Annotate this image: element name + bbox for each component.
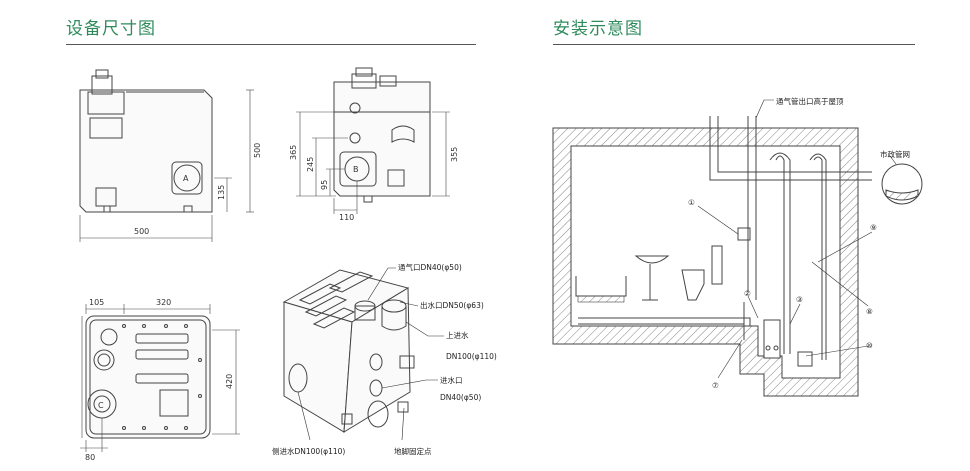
side-dim-365: 365 — [289, 145, 298, 160]
dimensions-section-rule — [66, 44, 476, 45]
side-dimension-lines — [296, 111, 450, 214]
isometric-view — [282, 269, 415, 433]
front-height-dim: 500 — [253, 143, 262, 158]
callout-2: ② — [744, 289, 751, 298]
top-dim-80: 80 — [85, 453, 95, 462]
front-port-label: A — [183, 174, 189, 183]
side-dim-95: 95 — [320, 180, 329, 190]
top-dim-105: 105 — [89, 298, 104, 307]
iso-label-inlet-1: 进水口 — [440, 375, 463, 385]
iso-leader-lines — [297, 267, 444, 441]
install-pipes — [578, 116, 923, 360]
front-width-dim: 500 — [134, 227, 149, 236]
top-dim-420: 420 — [225, 374, 234, 389]
side-view — [333, 67, 431, 203]
callout-3: ③ — [796, 295, 803, 304]
iso-label-outlet: 出水口DN50(φ63) — [420, 300, 484, 310]
iso-label-upper-inlet-2: DN100(φ110) — [446, 352, 497, 361]
top-dimension-lines — [80, 304, 240, 452]
callout-9: ⑨ — [870, 223, 877, 232]
install-fixtures — [634, 227, 813, 367]
iso-label-upper-inlet-1: 上进水 — [446, 330, 469, 340]
side-dim-245: 245 — [306, 157, 315, 172]
iso-label-anchor: 地脚固定点 — [394, 446, 432, 456]
top-dim-320: 320 — [156, 298, 171, 307]
top-port-label: C — [98, 401, 104, 410]
callout-7: ⑦ — [712, 381, 719, 390]
install-section-rule — [553, 44, 915, 45]
side-dim-110: 110 — [339, 213, 354, 222]
install-section-title: 安装示意图 — [553, 19, 643, 39]
callout-10: ⑩ — [866, 341, 873, 350]
iso-label-inlet-2: DN40(φ50) — [440, 393, 481, 402]
side-dim-355: 355 — [450, 147, 459, 162]
iso-label-side-inlet: 侧进水DN100(φ110) — [272, 446, 345, 456]
callout-8: ⑧ — [866, 307, 873, 316]
install-municipal-label: 市政管网 — [880, 149, 910, 159]
top-view — [85, 315, 211, 439]
front-dimension-lines — [79, 89, 254, 242]
callout-1: ① — [688, 198, 695, 207]
install-diagram — [552, 127, 859, 397]
front-port-height-dim: 135 — [217, 185, 226, 200]
side-port-label: B — [353, 165, 359, 174]
install-leaders — [697, 99, 897, 379]
install-vent-note: 通气管出口高于屋顶 — [776, 96, 844, 106]
dimensions-section-title: 设备尺寸图 — [66, 19, 156, 39]
front-view — [79, 69, 213, 213]
iso-label-vent: 通气口DN40(φ50) — [398, 262, 462, 272]
